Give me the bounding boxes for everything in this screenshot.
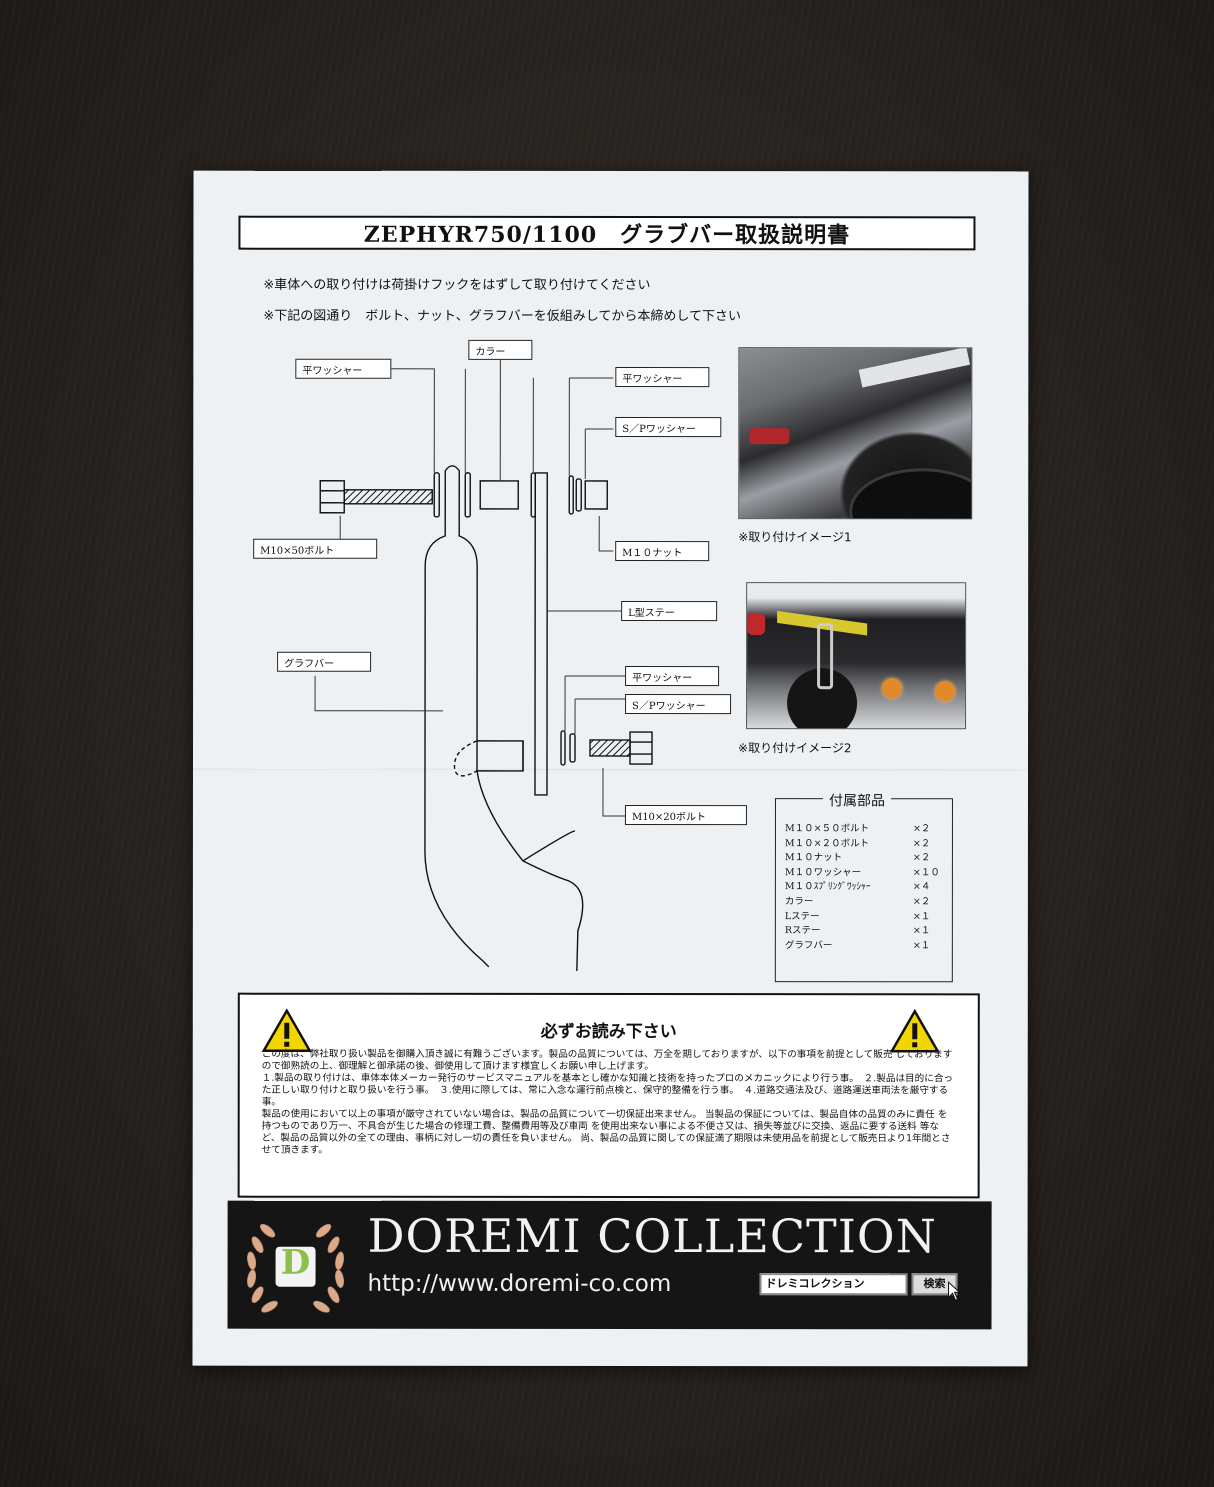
assembly-diagram [314,358,653,971]
parts-row: M１０ｽﾌﾟﾘﾝｸﾞﾜｯｼｬｰ×４ [784,881,931,893]
grab-bar-body-inner [458,520,478,771]
parts-row: M１０ワッシャー×１０ [784,866,940,879]
warning-title: 必ずお読み下さい [540,1021,677,1043]
warning-icon-left [261,1008,312,1052]
flat-washer-left-b [464,472,471,518]
label-collar: カラー [468,339,533,360]
parts-row: M１０ナット×２ [784,852,931,864]
logo-letter: D [280,1242,311,1283]
parts-row: M１０×５０ボルト×２ [784,823,931,835]
photo-caption-2: ※取り付けイメージ2 [738,741,852,756]
instruction-sheet: ZEPHYR750/1100 グラブバー取扱説明書 ※車体への取り付けは荷掛けフ… [192,170,1029,1367]
parts-list: M１０×５０ボルト×２ M１０×２０ボルト×２ M１０ナット×２ M１０ワッシャ… [785,822,945,953]
bolt-50-head [319,480,345,514]
label-grab-bar: グラフバー [277,651,372,672]
bolt-20-thread [589,739,631,757]
parts-title: 付属部品 [822,790,891,811]
grab-bar-body [424,520,490,968]
parts-row: グラフバー×１ [784,939,931,952]
warning-box: 必ずお読み下さい この度は、弊社取り扱い製品を御購入頂き誠に有難うございます。製… [237,992,980,1199]
flat-washer-left-a [433,472,440,518]
dashed-collar [453,740,478,777]
brand-name: DOREMI COLLECTION [367,1208,937,1264]
warning-paragraph-3: 製品の使用において以上の事項が厳守されていない場合は、製品の品質について一切保証… [261,1108,951,1156]
label-flat-washer-left: 平ワッシャー [295,358,392,379]
install-photo-1 [738,347,973,520]
brand-banner: D DOREMI COLLECTION http://www.doremi-co… [227,1200,992,1330]
washer-right-b [568,475,574,515]
label-bolt-20: M10×20ボルト [624,805,747,826]
brand-url[interactable]: http://www.doremi-co.com [367,1270,672,1298]
nut-part [584,480,608,510]
label-bolt-50: M10×50ボルト [253,538,378,559]
bolt-50-thread [343,489,433,505]
laurel-logo-icon [247,1223,345,1313]
washer-right-a [530,472,536,518]
tail-light [747,613,766,636]
label-nut: M１０ナット [615,541,710,562]
warning-paragraph-2: １.製品の取り付けは、車体本体メーカー発行のサービスマニュアルを基本とし確かな知… [261,1072,954,1108]
warning-body: この度は、弊社取り扱い製品を御購入頂き誠に有難うございます。製品の品質については… [262,1049,956,1158]
grab-bar-lower [476,740,524,772]
turn-signal-right [935,681,956,702]
parts-row: Rステー×１ [784,925,931,937]
washer-right-c [575,478,582,512]
install-photo-2 [746,582,967,730]
flat-washer-mid [560,730,566,766]
grab-bar-top [444,465,460,521]
label-sp-washer-mid: S／Pワッシャー [625,694,732,715]
collar-part [479,480,519,510]
turn-signal-left [882,678,903,699]
parts-row: カラー×２ [784,896,931,908]
sp-washer-mid [569,733,576,763]
label-flat-washer-top: 平ワッシャー [615,367,710,388]
l-stay [534,472,548,796]
parts-row: M１０×２０ボルト×２ [784,837,931,849]
photo-caption-1: ※取り付けイメージ1 [738,530,852,545]
label-sp-washer-top: S／Pワッシャー [615,417,722,438]
warning-icon-right [889,1009,940,1053]
label-l-stay: L型ステー [621,601,718,622]
warning-paragraph-1: この度は、弊社取り扱い製品を御購入頂き誠に有難うございます。製品の品質については… [261,1048,953,1073]
parts-row: Lステー×１ [784,910,931,922]
cursor-icon [948,1281,961,1301]
bolt-20-head [629,731,653,765]
label-flat-washer-mid: 平ワッシャー [625,666,720,687]
search-box: ドレミコレクション [759,1273,908,1296]
